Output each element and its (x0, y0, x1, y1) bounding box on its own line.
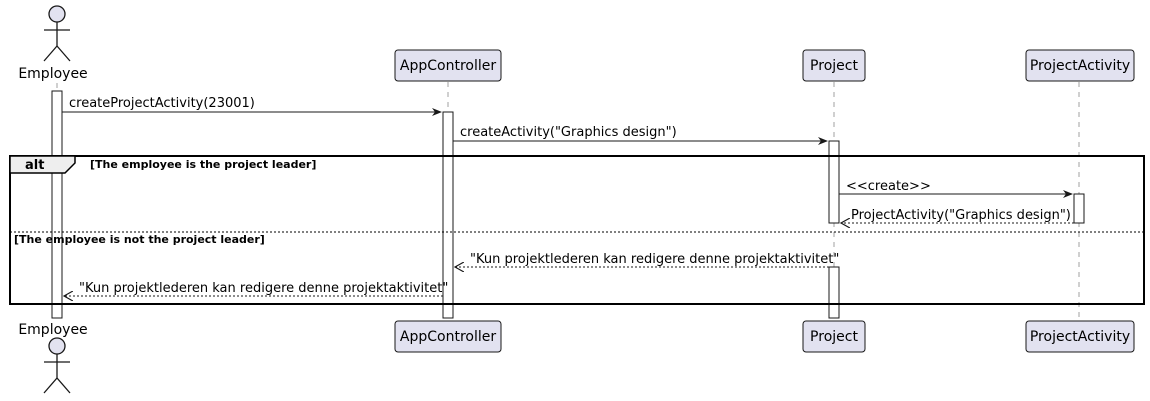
participant-project-label-bottom: Project (810, 329, 858, 345)
message-label: createProjectActivity(23001) (69, 96, 255, 111)
activation-employee (51, 90, 63, 319)
activations (51, 90, 1085, 319)
participant-projectactivity-top[interactable]: ProjectActivity (1025, 49, 1135, 82)
message-return-project-activity: ProjectActivity("Graphics design") (841, 208, 1074, 223)
actor-employee-top[interactable]: Employee (18, 5, 88, 82)
participant-appcontroller-bottom[interactable]: AppController (394, 320, 502, 353)
actor-employee-label: Employee (18, 66, 87, 82)
message-create-activity: createActivity("Graphics design") (453, 125, 828, 145)
activation-appcontroller (442, 111, 454, 319)
participants-bottom: Employee AppController Project ProjectAc… (18, 320, 1135, 394)
alt-guard-1: [The employee is the project leader] (90, 158, 316, 171)
message-label: <<create>> (846, 179, 931, 194)
participant-project-label: Project (810, 58, 858, 74)
participant-projectactivity-label: ProjectActivity (1030, 58, 1130, 74)
message-return-error-to-employee: "Kun projektlederen kan redigere denne p… (64, 281, 448, 296)
alt-frame (9, 155, 1145, 305)
messages: createProjectActivity(23001) createActiv… (62, 96, 1074, 296)
alt-fragment: alt [The employee is the project leader]… (9, 155, 1145, 305)
actor-employee-label-bottom: Employee (18, 322, 87, 338)
participant-projectactivity-bottom[interactable]: ProjectActivity (1025, 320, 1135, 353)
message-label: createActivity("Graphics design") (460, 125, 677, 140)
actor-head (48, 337, 66, 355)
alt-guard-2: [The employee is not the project leader] (14, 233, 265, 246)
activation-project-2 (828, 266, 840, 319)
participant-projectactivity-label-bottom: ProjectActivity (1030, 329, 1130, 345)
activation-projectactivity (1073, 193, 1085, 224)
participant-appcontroller-top[interactable]: AppController (394, 49, 502, 82)
actor-employee-bottom[interactable]: Employee (18, 322, 88, 394)
participant-project-top[interactable]: Project (802, 49, 866, 82)
activation-project-1 (828, 140, 840, 224)
message-create-stereotype: <<create>> (839, 179, 1073, 198)
message-label: "Kun projektlederen kan redigere denne p… (470, 252, 839, 267)
alt-operator: alt (25, 158, 44, 173)
message-label: ProjectActivity("Graphics design") (851, 208, 1071, 223)
participants-top: Employee AppController Project ProjectAc… (18, 5, 1135, 82)
participant-project-bottom[interactable]: Project (802, 320, 866, 353)
actor-head (48, 5, 66, 23)
message-return-error-to-controller: "Kun projektlederen kan redigere denne p… (455, 252, 839, 267)
participant-appcontroller-label-bottom: AppController (400, 329, 496, 345)
message-label: "Kun projektlederen kan redigere denne p… (79, 281, 448, 296)
alt-tab (9, 155, 76, 174)
message-create-project-activity: createProjectActivity(23001) (62, 96, 442, 116)
participant-appcontroller-label: AppController (400, 58, 496, 74)
